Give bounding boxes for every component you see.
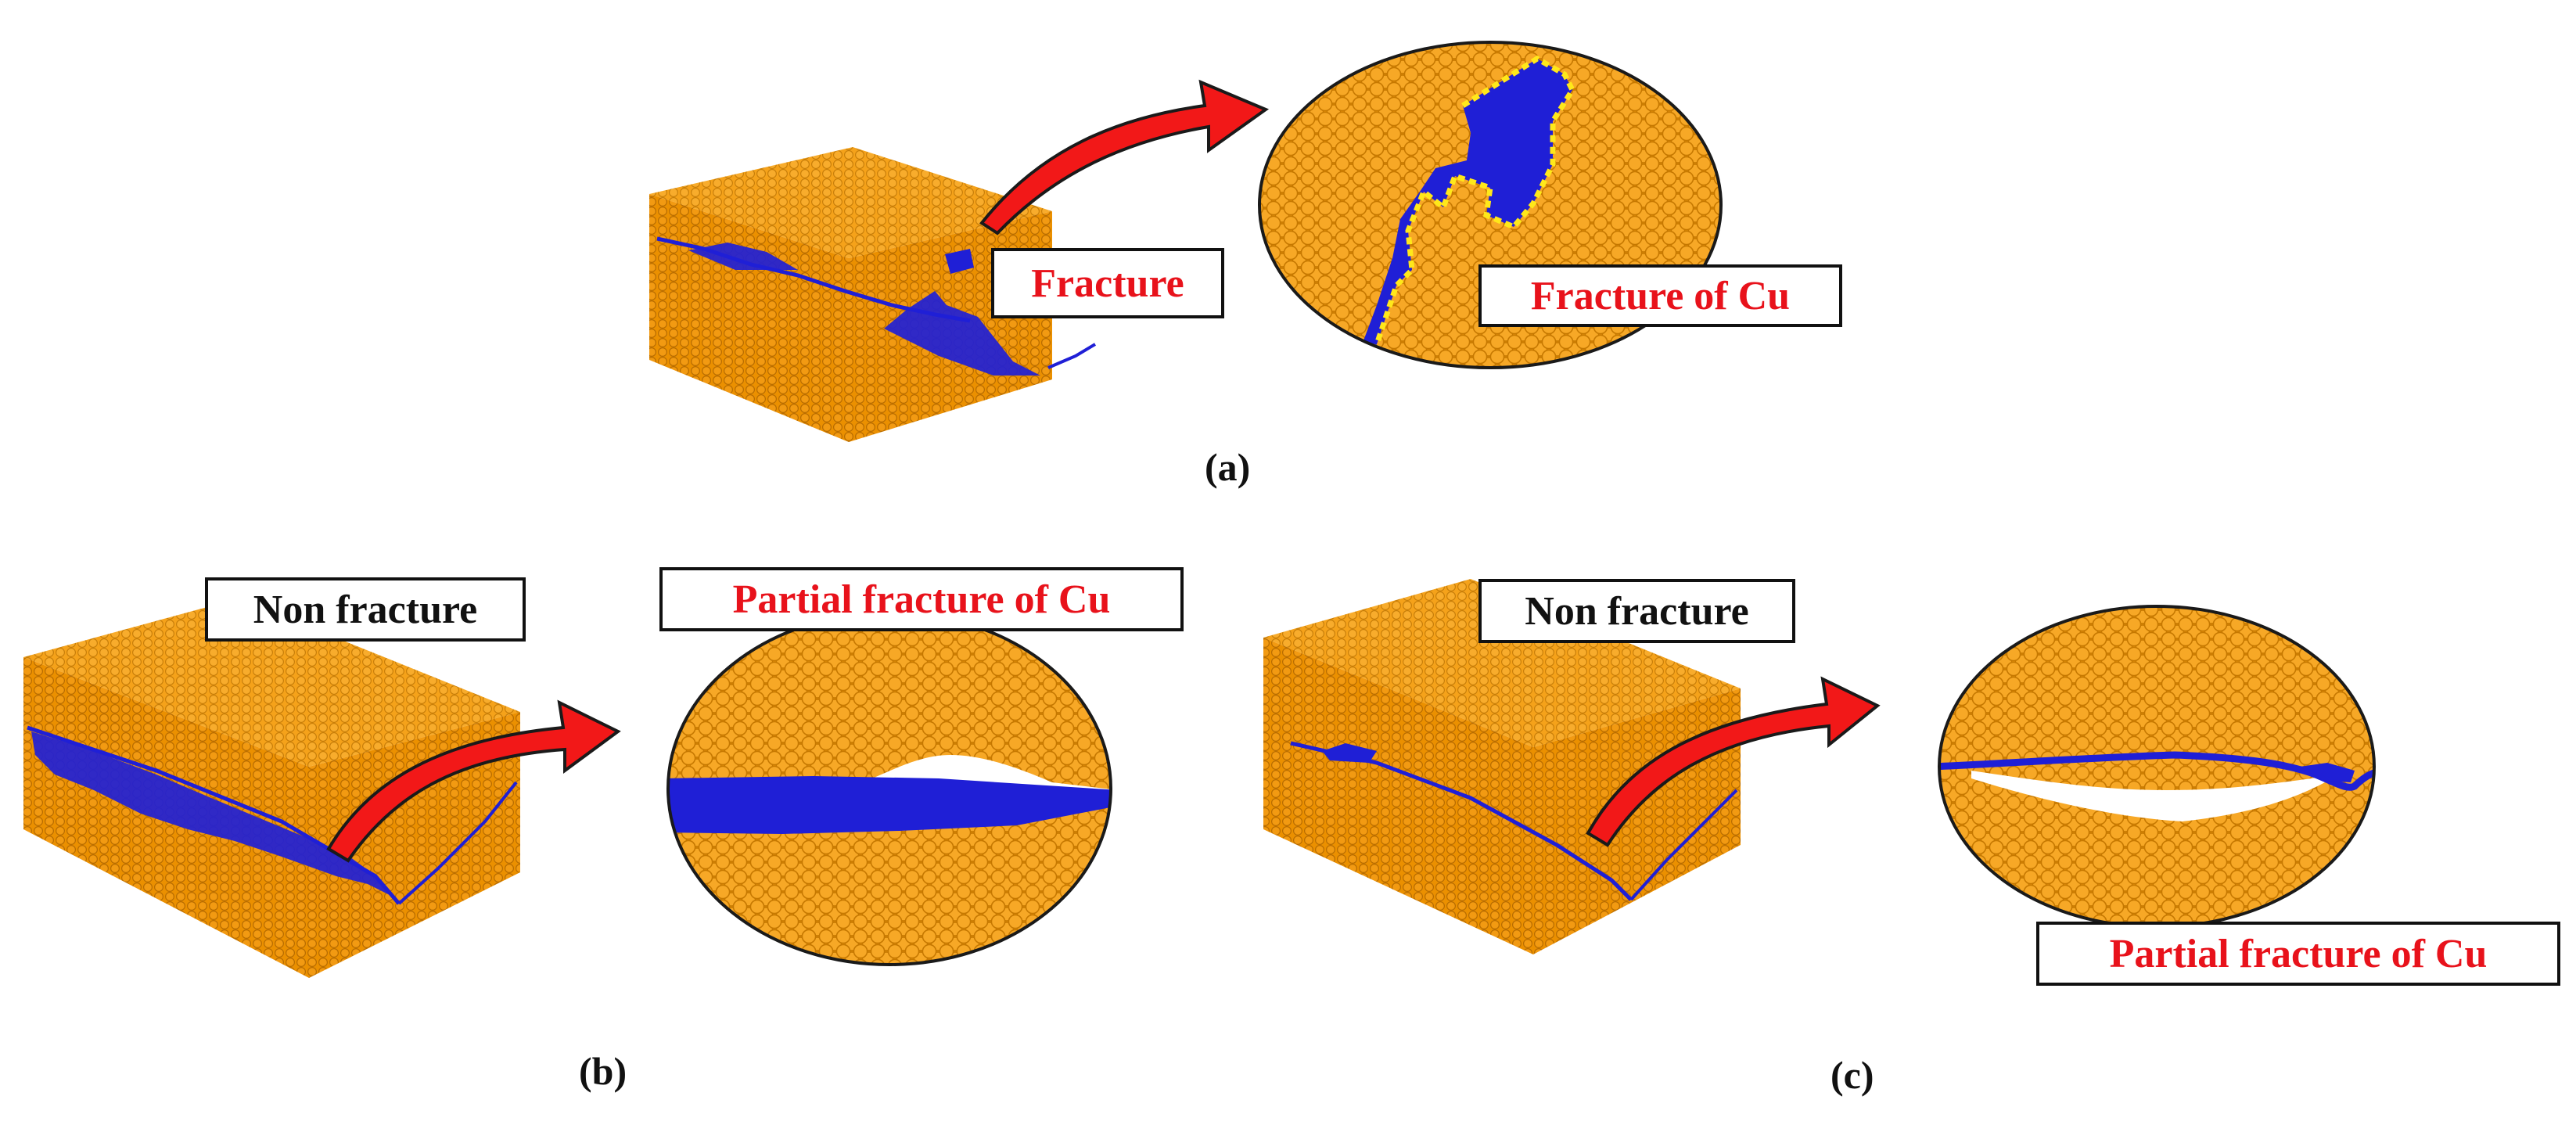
- block-a-front: [649, 194, 849, 442]
- md-block-a: [649, 147, 1097, 442]
- label-non-fracture-c-text: Non fracture: [1525, 588, 1749, 634]
- arrow-c: [1586, 676, 1881, 847]
- interface-line-c: [1939, 751, 2374, 791]
- interface-b-right: [397, 781, 518, 905]
- panel-b: [23, 598, 1112, 978]
- fracture-region-a1: [688, 243, 798, 270]
- interface-b-line: [27, 725, 401, 905]
- panel-letter-c: (c): [1831, 1053, 1874, 1097]
- fracture-region-a2: [884, 291, 1040, 376]
- block-b-top: [23, 598, 520, 767]
- block-c-front: [1263, 638, 1533, 954]
- interface-blob-c: [2300, 763, 2355, 782]
- interface-c-right: [1629, 789, 1738, 901]
- md-block-b: [23, 598, 520, 978]
- label-fracture-of-cu-a: Fracture of Cu: [1478, 264, 1842, 327]
- label-non-fracture-b-text: Non fracture: [253, 587, 478, 632]
- panel-letter-a: (a): [1205, 445, 1251, 489]
- crack-void-c: [1971, 771, 2339, 821]
- fracture-region-c: [1322, 743, 1377, 763]
- zoom-c: [1938, 605, 2376, 929]
- panel-a: [649, 41, 1723, 442]
- label-partial-fracture-c: Partial fracture of Cu: [2036, 922, 2560, 986]
- label-non-fracture-b: Non fracture: [205, 577, 526, 642]
- block-a-top: [649, 147, 1052, 258]
- panel-letter-b: (b): [579, 1049, 627, 1093]
- label-non-fracture-c: Non fracture: [1478, 579, 1795, 643]
- arrow-b: [326, 699, 621, 863]
- zoom-b: [666, 611, 1112, 966]
- block-c-top: [1263, 579, 1741, 747]
- label-partial-fracture-b: Partial fracture of Cu: [659, 567, 1184, 631]
- label-fracture-of-cu-a-text: Fracture of Cu: [1530, 273, 1791, 318]
- label-partial-fracture-c-text: Partial fracture of Cu: [2109, 931, 2488, 976]
- arrow-a: [979, 79, 1270, 235]
- block-b-right: [309, 712, 520, 978]
- label-partial-fracture-b-text: Partial fracture of Cu: [732, 577, 1111, 622]
- interface-band-b: [668, 776, 1111, 834]
- fracture-void-a: [1353, 59, 1572, 368]
- label-fracture-a: Fracture: [991, 248, 1224, 318]
- label-fracture-a-text: Fracture: [1031, 261, 1184, 306]
- dislocation-line-a: [1370, 55, 1576, 358]
- interface-a-right: [1047, 343, 1097, 369]
- fracture-region-b: [31, 731, 391, 896]
- panel-c: [1263, 579, 2376, 954]
- fracture-region-a3: [945, 249, 974, 274]
